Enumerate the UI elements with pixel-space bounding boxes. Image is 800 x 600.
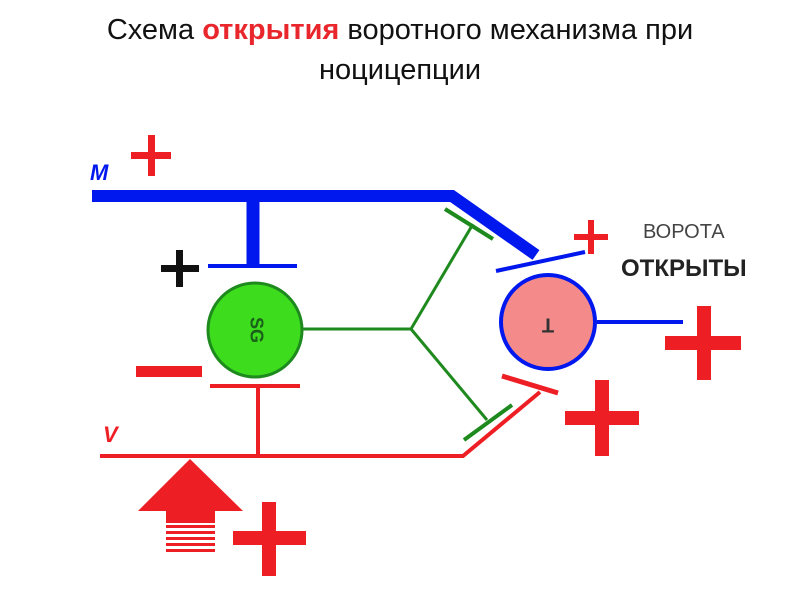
plus-sign-v-synapse (565, 380, 639, 456)
m-fiber-label: M (90, 160, 109, 185)
page-title: Схема открытия воротного механизма при н… (0, 10, 800, 90)
title-part1: Схема (106, 14, 203, 46)
plus-sign-stimulus (233, 502, 306, 576)
title-line2: ноцицепции (318, 54, 482, 86)
sg-cell: SG (206, 207, 514, 442)
t-label: T (542, 314, 554, 336)
t-cell: T (499, 273, 683, 371)
plus-sign-output (665, 306, 741, 380)
title-part2: воротного механизма при (339, 14, 694, 46)
title-highlight: открытия (202, 14, 340, 46)
m-fiber: M (90, 160, 586, 273)
v-fiber: V (100, 373, 559, 458)
plus-sign-black (161, 250, 199, 287)
v-fiber-label: V (103, 422, 120, 447)
up-arrow-icon (138, 459, 243, 552)
minus-sign (136, 366, 202, 377)
gate-label-state: ОТКРЫТЫ (621, 255, 747, 282)
plus-sign-gate (574, 220, 608, 254)
gate-label-top: ВОРОТА (643, 221, 725, 243)
plus-sign-m (131, 135, 171, 176)
sg-label: SG (246, 317, 266, 343)
